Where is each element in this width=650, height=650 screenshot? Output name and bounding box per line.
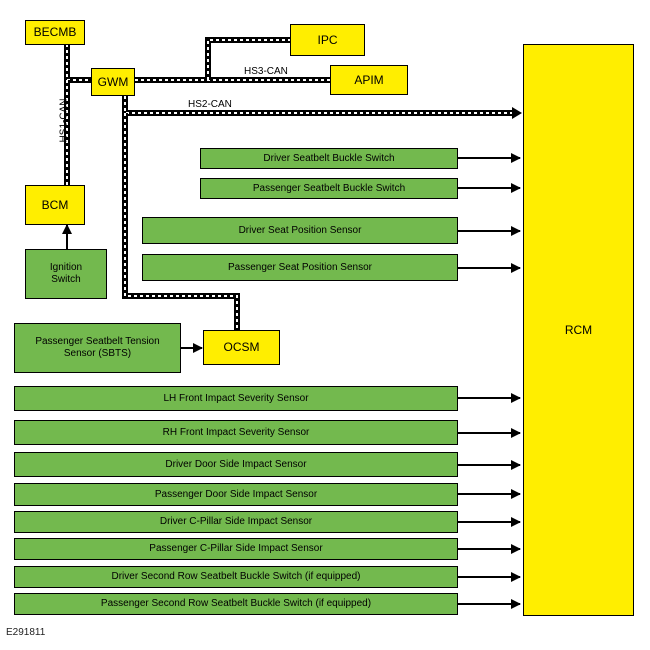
hs2-can-bus bbox=[122, 96, 522, 330]
hs2-can-label: HS2-CAN bbox=[188, 99, 232, 110]
becmb-module: BECMB bbox=[25, 20, 85, 45]
gwm-module: GWM bbox=[91, 68, 135, 96]
sensor-passenger-second-row-buckle: Passenger Second Row Seatbelt Buckle Swi… bbox=[14, 593, 458, 615]
rcm-module: RCM bbox=[523, 44, 634, 616]
hs1-can-label: HS1-CAN bbox=[58, 98, 70, 143]
sensor-passenger-seatbelt-buckle: Passenger Seatbelt Buckle Switch bbox=[200, 178, 458, 199]
sensor-rh-front-impact: RH Front Impact Severity Sensor bbox=[14, 420, 458, 445]
sensor-driver-c-pillar-side-impact: Driver C-Pillar Side Impact Sensor bbox=[14, 511, 458, 533]
sensor-lh-front-impact: LH Front Impact Severity Sensor bbox=[14, 386, 458, 411]
ipc-module: IPC bbox=[290, 24, 365, 56]
hs1-can-bus bbox=[64, 44, 95, 185]
sbts-sensor: Passenger Seatbelt Tension Sensor (SBTS) bbox=[14, 323, 181, 373]
apim-module: APIM bbox=[330, 65, 408, 95]
sensor-arrows bbox=[458, 153, 521, 609]
sensor-passenger-seat-position: Passenger Seat Position Sensor bbox=[142, 254, 458, 281]
sensor-passenger-c-pillar-side-impact: Passenger C-Pillar Side Impact Sensor bbox=[14, 538, 458, 560]
sensor-driver-seat-position: Driver Seat Position Sensor bbox=[142, 217, 458, 244]
sensor-driver-door-side-impact: Driver Door Side Impact Sensor bbox=[14, 452, 458, 477]
ignition-switch: Ignition Switch bbox=[25, 249, 107, 299]
sensor-driver-second-row-buckle: Driver Second Row Seatbelt Buckle Switch… bbox=[14, 566, 458, 588]
ocsm-module: OCSM bbox=[203, 330, 280, 365]
hs3-can-label: HS3-CAN bbox=[244, 66, 288, 77]
sensor-driver-seatbelt-buckle: Driver Seatbelt Buckle Switch bbox=[200, 148, 458, 169]
figure-id: E291811 bbox=[6, 627, 46, 638]
bcm-module: BCM bbox=[25, 185, 85, 225]
sensor-passenger-door-side-impact: Passenger Door Side Impact Sensor bbox=[14, 483, 458, 506]
hs3-can-bus bbox=[135, 37, 330, 83]
